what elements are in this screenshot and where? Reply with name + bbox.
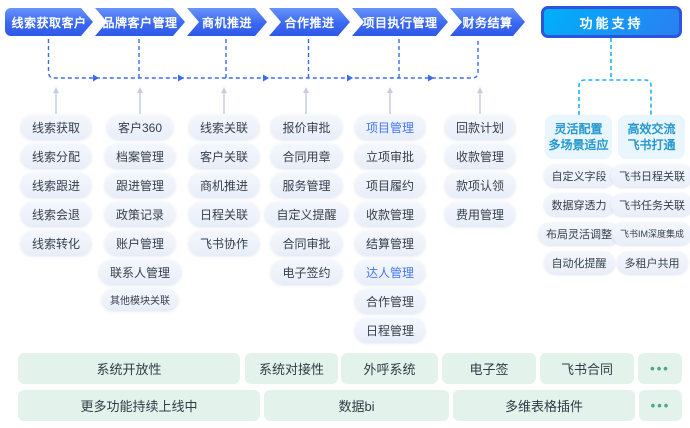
- bottom-capability-box: 多维表格插件: [453, 390, 635, 421]
- feature-pill: 线索转化: [20, 231, 91, 255]
- feature-pill: 合同审批: [271, 231, 342, 255]
- bottom-capability-box: 电子签: [442, 353, 536, 384]
- support-pill: 飞书任务关联: [611, 193, 690, 216]
- feature-pill: 商机推进: [188, 173, 259, 197]
- flow-step-financial-settlement: 财务结算: [450, 8, 525, 36]
- flow-connector-blue: [47, 39, 479, 79]
- feature-pill-highlighted: 达人管理: [354, 260, 425, 284]
- flow-step-cooperation-advance: 合作推进: [269, 8, 350, 36]
- support-column-feishu: 飞书日程关联 飞书任务关联 飞书IM深度集成 多租户共用: [611, 164, 690, 280]
- feature-column-project: 项目管理 立项审批 项目履约 收款管理 结算管理 达人管理 合作管理 日程管理: [344, 115, 436, 347]
- feature-column-leads: 线索获取 线索分配 线索跟进 线索会退 线索转化: [10, 115, 102, 260]
- bottom-capability-box: 外呼系统: [341, 353, 438, 384]
- flow-step-opportunity-advance: 商机推进: [187, 8, 267, 36]
- feature-column-finance: 回款计划 收款管理 款项认领 费用管理: [434, 115, 526, 231]
- feature-pill: 立项审批: [354, 144, 425, 168]
- feature-pill: 收款管理: [444, 144, 515, 168]
- support-header-line: 飞书打通: [627, 138, 676, 152]
- feature-pill: 费用管理: [444, 202, 515, 226]
- flow-step-lead-acquisition: 线索获取客户: [5, 8, 93, 36]
- support-header-line: 灵活配置: [554, 122, 603, 136]
- support-connector-cyan: [578, 38, 652, 115]
- feature-pill: 联系人管理: [98, 260, 181, 284]
- feature-pill: 自定义提醒: [265, 202, 348, 226]
- feature-pill: 合同用章: [271, 144, 342, 168]
- feature-pill: 线索获取: [20, 115, 91, 139]
- feature-pill: 客户关联: [188, 144, 259, 168]
- feature-column-opportunity: 线索关联 客户关联 商机推进 日程关联 飞书协作: [178, 115, 270, 260]
- support-header-flexible-config: 灵活配置 多场景适应: [545, 115, 612, 159]
- ellipsis-box: •••: [639, 390, 682, 421]
- bottom-capability-box: 系统对接性: [245, 353, 338, 384]
- flow-step-project-execution: 项目执行管理: [352, 8, 448, 36]
- feature-pill: 款项认领: [444, 173, 515, 197]
- feature-pill: 合作管理: [354, 289, 425, 313]
- feature-pill: 其他模块关联: [102, 289, 178, 310]
- connector-lines: [47, 38, 652, 115]
- feature-pill: 线索会退: [20, 202, 91, 226]
- feature-pill: 日程关联: [188, 202, 259, 226]
- flow-arrowheads: [93, 74, 434, 82]
- feature-pill: 电子签约: [271, 260, 342, 284]
- feature-pill: 账户管理: [104, 231, 175, 255]
- feature-pill: 飞书协作: [188, 231, 259, 255]
- feature-pill: 档案管理: [104, 144, 175, 168]
- feature-pill: 日程管理: [354, 318, 425, 342]
- support-pill: 自动化提醒: [543, 251, 615, 274]
- feature-pill: 结算管理: [354, 231, 425, 255]
- ellipsis-box: •••: [638, 353, 682, 384]
- feature-pill: 服务管理: [271, 173, 342, 197]
- support-pill: 自定义字段: [543, 164, 615, 187]
- column-drop-arrowheads: [53, 87, 483, 93]
- support-pill: 飞书IM深度集成: [612, 222, 690, 245]
- feature-pill: 线索跟进: [20, 173, 91, 197]
- feature-pill: 跟进管理: [104, 173, 175, 197]
- bottom-capability-box: 系统开放性: [18, 353, 240, 384]
- bottom-capability-box: 更多功能持续上线中: [18, 390, 260, 421]
- feature-pill: 报价审批: [271, 115, 342, 139]
- feature-pill-highlighted: 项目管理: [354, 115, 425, 139]
- support-header-line: 高效交流: [627, 122, 676, 136]
- feature-pill: 项目履约: [354, 173, 425, 197]
- support-button: 功能支持: [541, 6, 682, 38]
- feature-pill: 客户360: [106, 115, 174, 139]
- flow-step-brand-customer-management: 品牌客户管理: [95, 8, 185, 36]
- feature-pill: 收款管理: [354, 202, 425, 226]
- feature-pill: 政策记录: [104, 202, 175, 226]
- feature-pill: 线索关联: [188, 115, 259, 139]
- support-pill: 飞书日程关联: [611, 164, 690, 187]
- feature-column-cooperation: 报价审批 合同用章 服务管理 自定义提醒 合同审批 电子签约: [258, 115, 355, 289]
- support-pill: 数据穿透力: [543, 193, 615, 216]
- feature-column-customer: 客户360 档案管理 跟进管理 政策记录 账户管理 联系人管理 其他模块关联: [94, 115, 186, 315]
- bottom-capability-box: 数据bi: [264, 390, 449, 421]
- support-column-config: 自定义字段 数据穿透力 布局灵活调整 自动化提醒: [538, 164, 620, 280]
- support-header-feishu-integration: 高效交流 飞书打通: [618, 115, 685, 159]
- column-drop-lines: [55, 92, 481, 114]
- feature-pill: 线索分配: [20, 144, 91, 168]
- support-pill: 多租户共用: [616, 251, 688, 274]
- support-pill: 布局灵活调整: [538, 222, 620, 245]
- bottom-capability-box: 飞书合同: [540, 353, 634, 384]
- support-header-line: 多场景适应: [548, 138, 609, 152]
- feature-pill: 回款计划: [444, 115, 515, 139]
